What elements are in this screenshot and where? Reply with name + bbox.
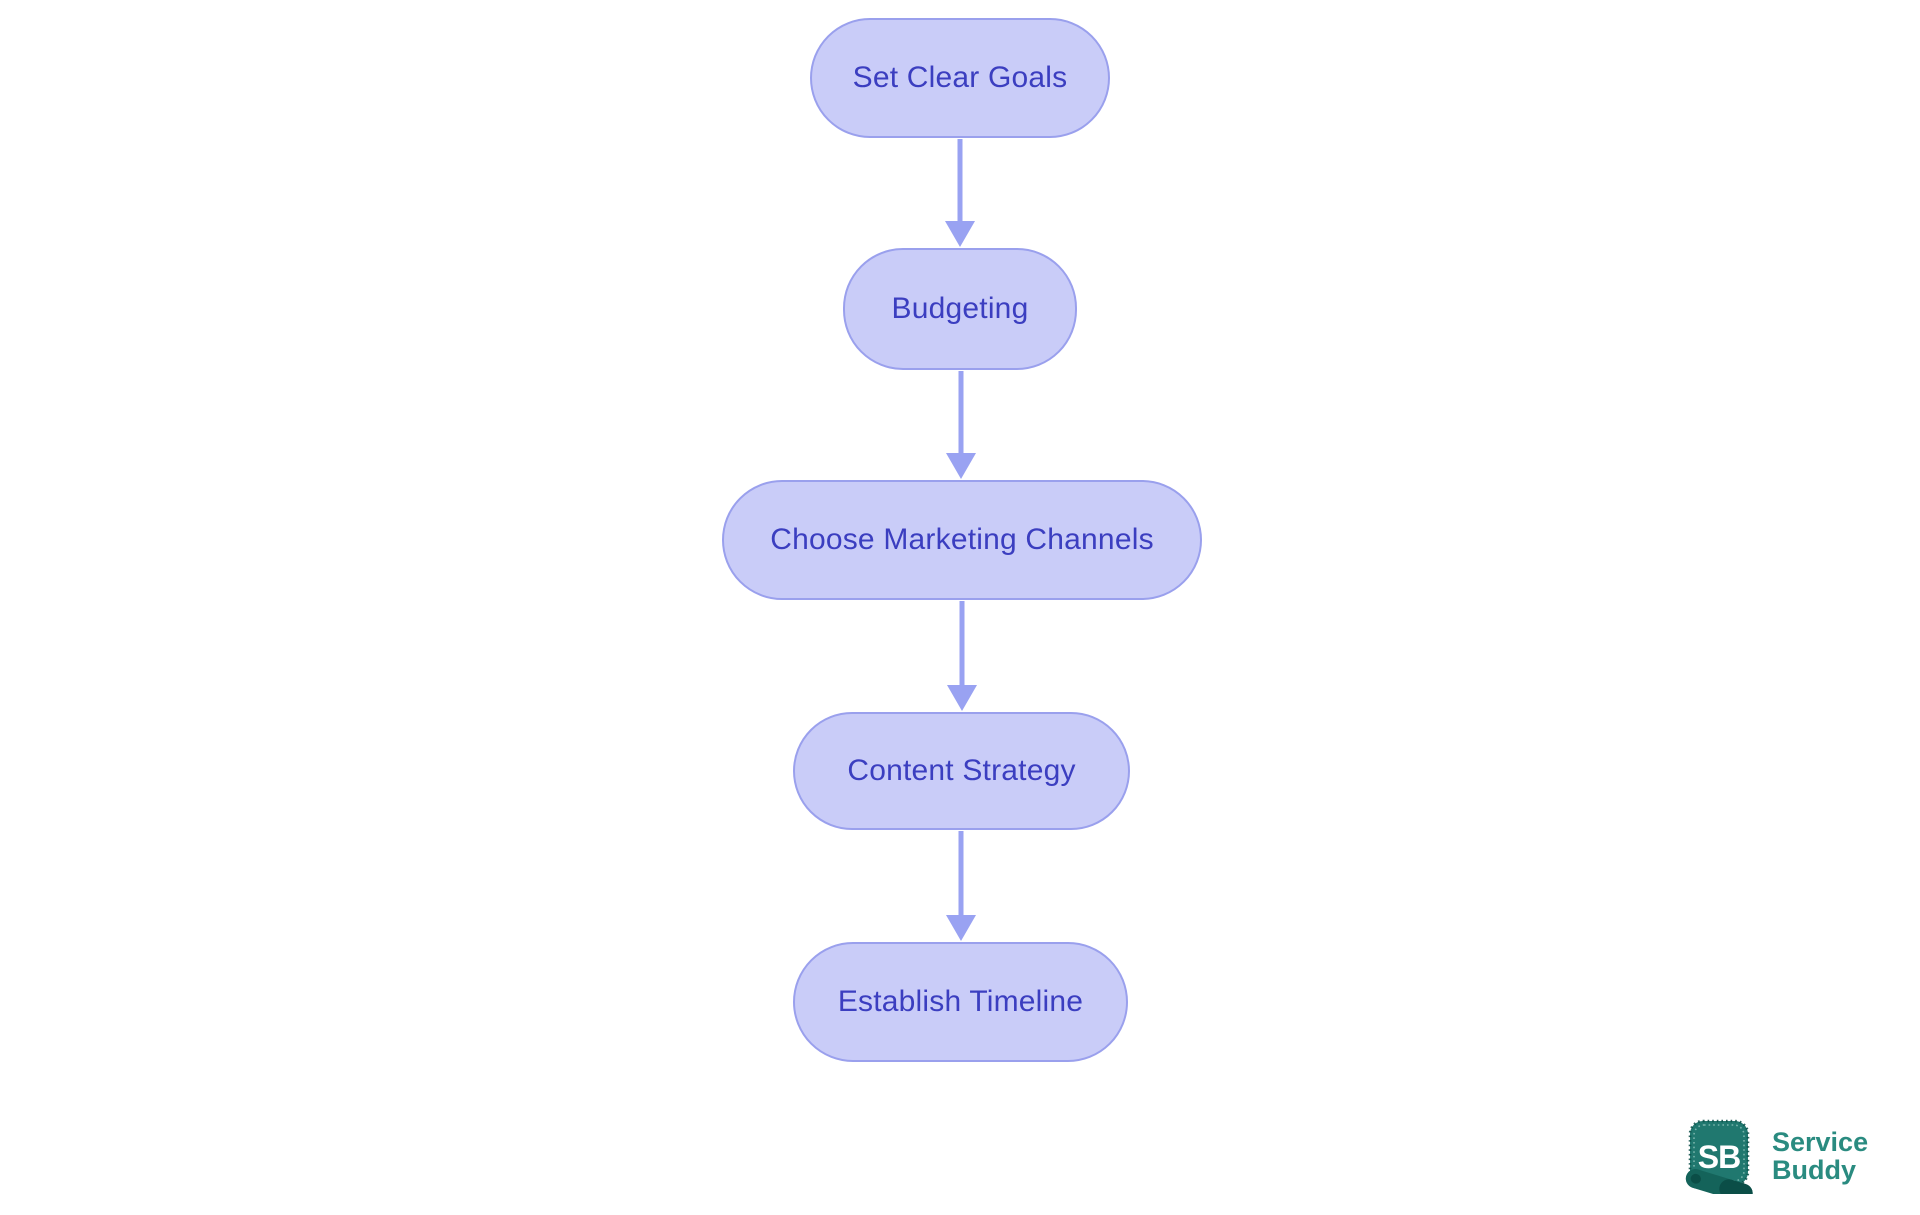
logo-wordmark: Service Buddy — [1772, 1128, 1868, 1184]
service-buddy-logo: SB Service Buddy — [1683, 1118, 1868, 1194]
flow-node-set-clear-goals: Set Clear Goals — [810, 18, 1110, 138]
flow-arrow-set-clear-goals-to-budgeting — [945, 139, 975, 247]
flow-node-label: Choose Marketing Channels — [770, 523, 1154, 556]
flow-node-budgeting: Budgeting — [843, 248, 1077, 370]
flow-node-establish-timeline: Establish Timeline — [793, 942, 1128, 1062]
flow-node-label: Set Clear Goals — [852, 61, 1068, 94]
flow-node-content-strategy: Content Strategy — [793, 712, 1130, 830]
flow-node-label: Content Strategy — [847, 754, 1076, 787]
service-buddy-badge-icon: SB — [1685, 1119, 1753, 1194]
logo-wordmark-line2: Buddy — [1772, 1155, 1856, 1185]
flow-node-label: Budgeting — [891, 292, 1029, 325]
logo-wordmark-line1: Service — [1772, 1127, 1869, 1157]
logo-initials: SB — [1698, 1139, 1740, 1175]
flow-arrow-budgeting-to-choose-marketing-channels — [946, 371, 976, 479]
flow-arrow-content-strategy-to-establish-timeline — [946, 831, 976, 941]
flow-arrow-choose-marketing-channels-to-content-strategy — [947, 601, 977, 711]
flow-node-choose-marketing-channels: Choose Marketing Channels — [722, 480, 1202, 600]
flow-node-label: Establish Timeline — [837, 985, 1084, 1018]
logo-roll-shape — [1685, 1169, 1753, 1194]
